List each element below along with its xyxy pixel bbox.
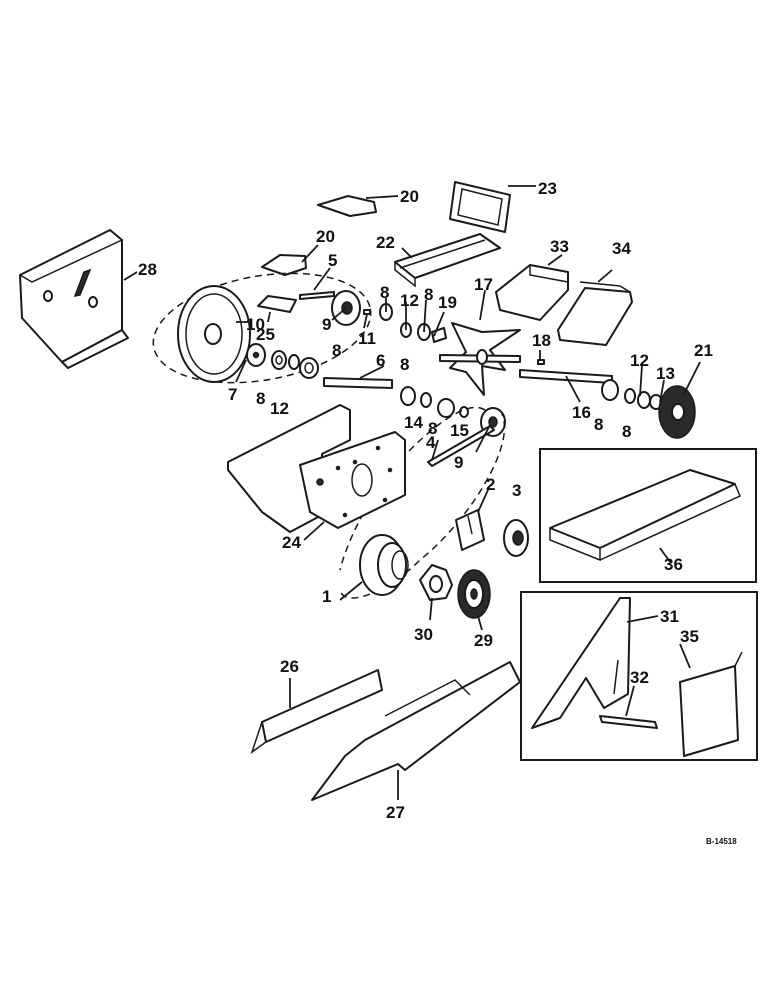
callout-22: 22 [376, 233, 395, 252]
part-28-side-panel [19, 229, 129, 369]
part-1-drum [359, 534, 409, 596]
part-8-bearing-center [400, 386, 416, 406]
callout-6: 6 [376, 351, 385, 370]
part-14-collar [420, 392, 432, 408]
drawing-code: B-14518 [706, 837, 737, 846]
callout-8-b: 8 [332, 341, 341, 360]
callout-8-f: 8 [428, 419, 437, 438]
leader-lines [123, 185, 701, 800]
callout-20-b: 20 [316, 227, 335, 246]
part-33-plate [495, 264, 569, 321]
callout-7: 7 [228, 385, 237, 404]
part-5-rod [299, 291, 335, 300]
part-8-bearing-center-b [437, 398, 455, 418]
part-3-pulley [503, 519, 529, 557]
callout-8-e: 8 [400, 355, 409, 374]
part-8-bearing-right [601, 379, 619, 401]
callout-35: 35 [680, 627, 699, 646]
part-4-shaft [427, 425, 495, 467]
callout-14: 14 [404, 413, 423, 432]
callout-8-g: 8 [594, 415, 603, 434]
part-11-key [363, 309, 371, 315]
part-27-trough [311, 661, 521, 801]
callout-9-a: 9 [322, 315, 331, 334]
part-25-bracket [257, 295, 297, 313]
part-24-housing [227, 404, 406, 533]
callout-5: 5 [328, 251, 337, 270]
callout-19: 19 [438, 293, 457, 312]
callout-1: 1 [322, 587, 331, 606]
callout-32: 32 [630, 668, 649, 687]
callout-8-a: 8 [256, 389, 265, 408]
callout-16: 16 [572, 403, 591, 422]
callout-27: 27 [386, 803, 405, 822]
callout-12-c: 12 [630, 351, 649, 370]
callout-2: 2 [486, 475, 495, 494]
callout-34: 34 [612, 239, 631, 258]
callout-29: 29 [474, 631, 493, 650]
part-26-rail [250, 669, 383, 754]
callout-17: 17 [474, 275, 493, 294]
part-23-frame [449, 181, 511, 233]
part-8-bearing-left [271, 350, 287, 370]
callout-26: 26 [280, 657, 299, 676]
part-34-plate [557, 281, 633, 346]
part-8-bearing-left-b [299, 357, 319, 379]
box-36 [539, 448, 757, 583]
callout-9-b: 9 [454, 453, 463, 472]
callout-36: 36 [664, 555, 683, 574]
callout-31: 31 [660, 607, 679, 626]
callout-24: 24 [282, 533, 301, 552]
callout-30: 30 [414, 625, 433, 644]
part-7-hub [246, 343, 266, 367]
part-20-upper-plate [317, 195, 377, 217]
part-6-shaft [323, 377, 393, 389]
callout-15: 15 [450, 421, 469, 440]
callout-23: 23 [538, 179, 557, 198]
callout-12-b: 12 [270, 399, 289, 418]
part-12-collar-right [624, 388, 636, 404]
callout-8-d: 8 [424, 285, 433, 304]
callout-25: 25 [256, 325, 275, 344]
part-21-disc [658, 385, 696, 439]
callout-8-c: 8 [380, 283, 389, 302]
callout-13: 13 [656, 364, 675, 383]
callout-labels: 1 2 3 4 5 6 7 8 8 8 8 8 8 8 8 9 9 10 11 … [138, 179, 737, 846]
callout-28: 28 [138, 260, 157, 279]
callout-10: 10 [246, 315, 265, 334]
belt-loop-upper [152, 272, 372, 384]
callout-20-a: 20 [400, 187, 419, 206]
part-29-sprocket [457, 569, 491, 619]
callout-21: 21 [694, 341, 713, 360]
callout-18: 18 [532, 331, 551, 350]
part-30-gear [419, 564, 453, 601]
part-20-lower-plate [261, 254, 307, 276]
part-17-beater [439, 322, 521, 396]
belt-loop-lower [339, 406, 506, 599]
box-31-32-35 [520, 591, 758, 761]
callout-11: 11 [358, 329, 376, 348]
part-10-large-pulley [177, 285, 251, 383]
part-2-bracket [455, 509, 485, 551]
part-12-collar-left [288, 354, 300, 370]
callout-12-a: 12 [400, 291, 419, 310]
callout-3: 3 [512, 481, 521, 500]
callout-8-h: 8 [622, 422, 631, 441]
part-22-channel [394, 233, 501, 288]
part-18-key [537, 359, 545, 365]
callout-33: 33 [550, 237, 569, 256]
callout-4: 4 [426, 433, 436, 452]
